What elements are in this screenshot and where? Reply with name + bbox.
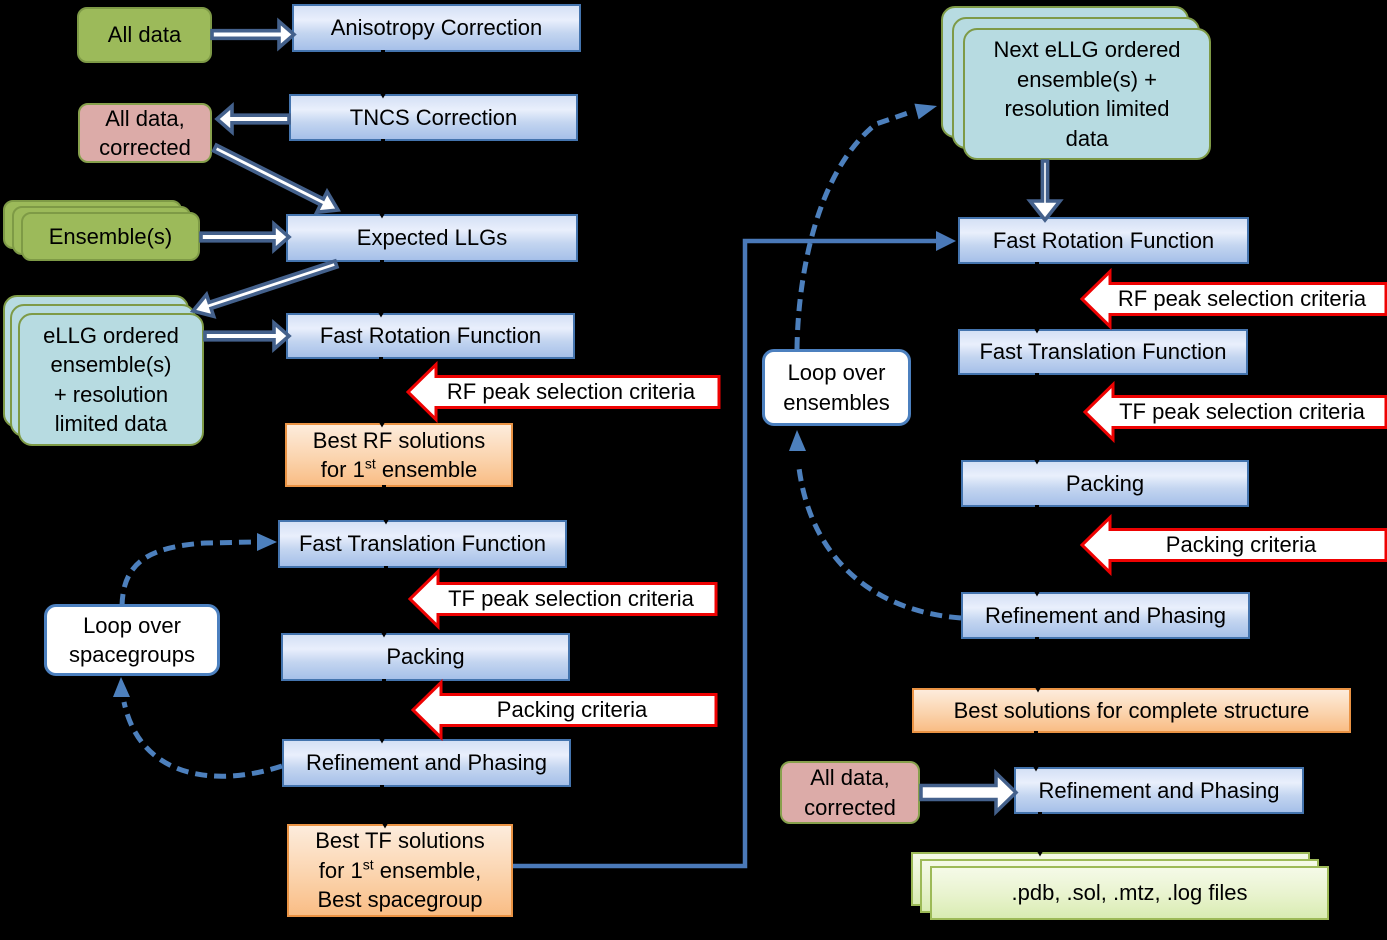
svg-text:Packing criteria: Packing criteria (497, 697, 648, 722)
svg-text:TF peak selection criteria: TF peak selection criteria (1119, 399, 1366, 424)
svg-text:RF peak selection criteria: RF peak selection criteria (447, 379, 696, 404)
svg-text:RF peak selection criteria: RF peak selection criteria (1118, 286, 1367, 311)
svg-text:Packing criteria: Packing criteria (1166, 532, 1317, 557)
svg-text:TF peak selection criteria: TF peak selection criteria (448, 586, 695, 611)
